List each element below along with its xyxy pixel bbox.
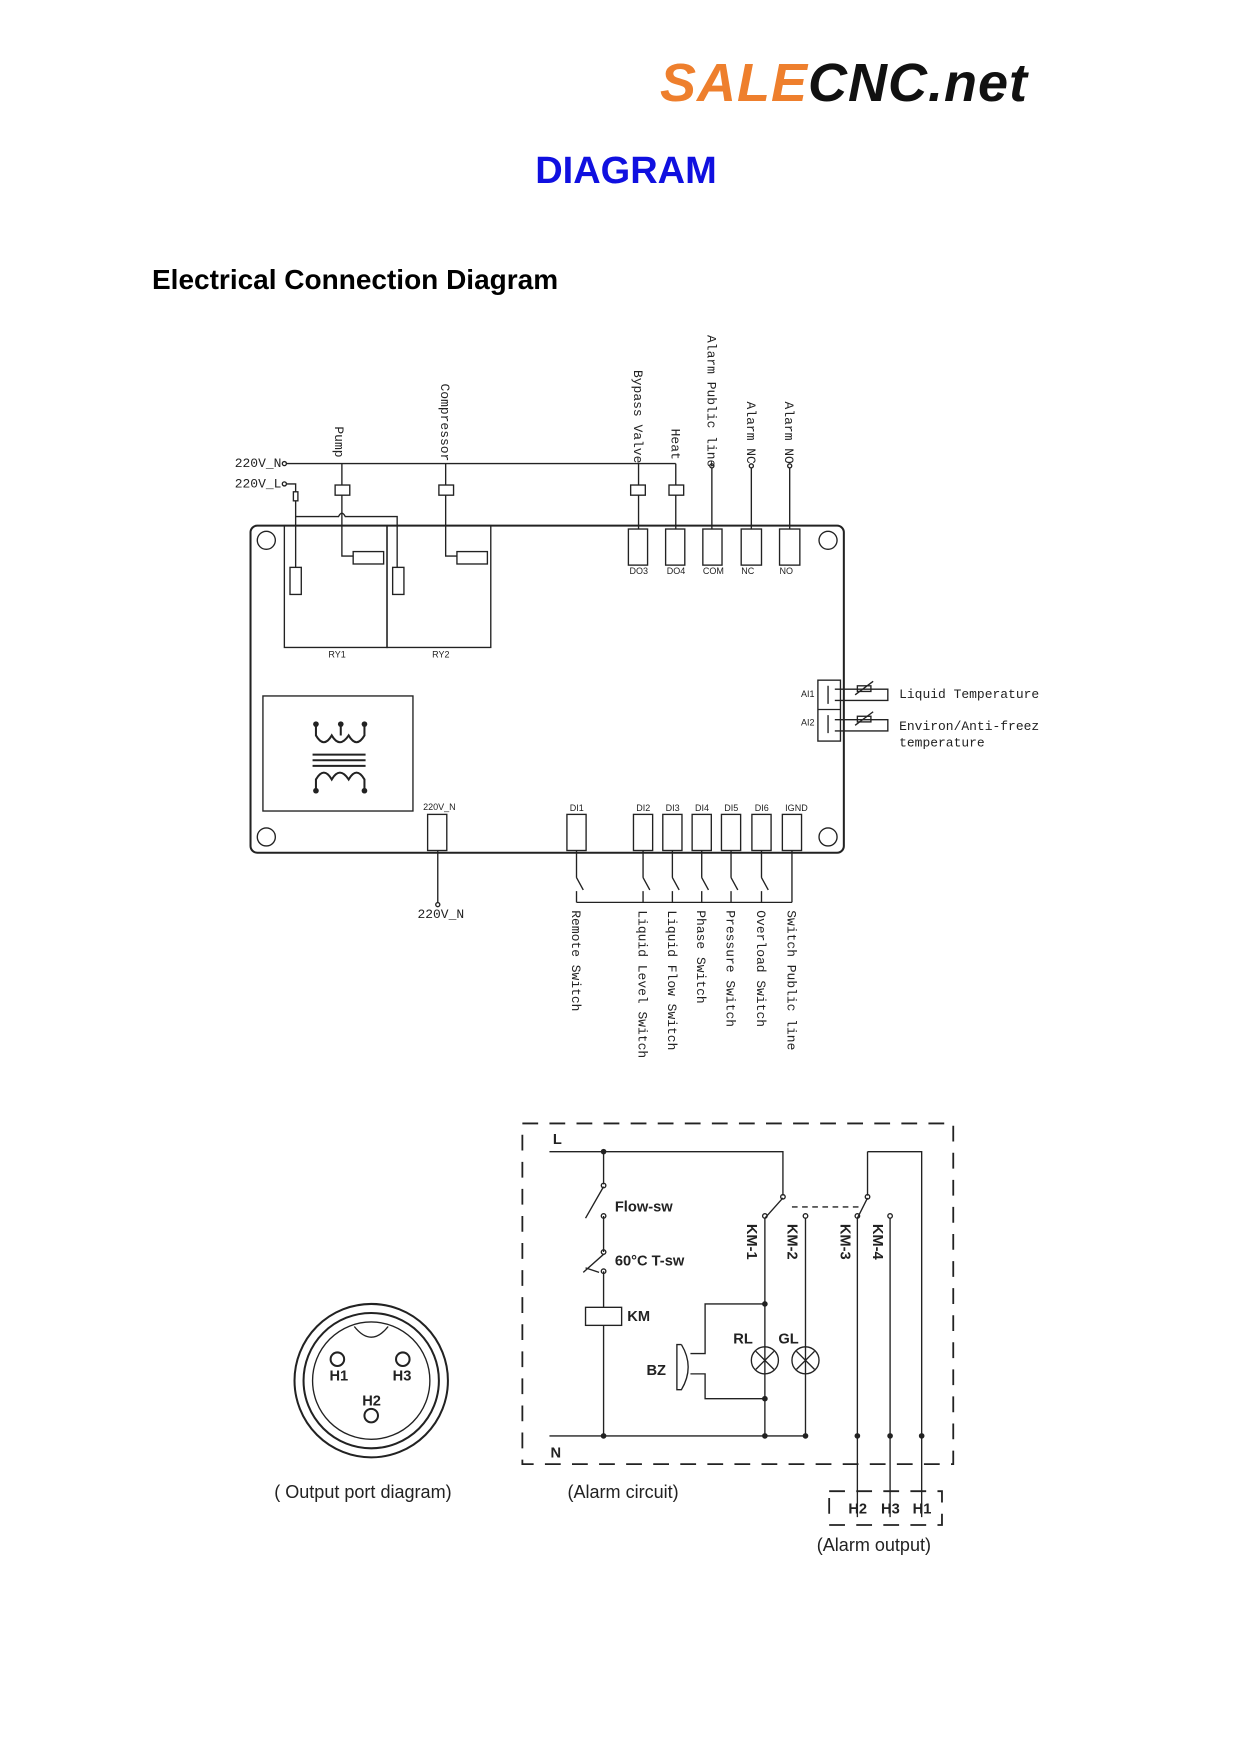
label-input-switch: Phase Switch (693, 910, 708, 1003)
lamp-rl-icon (750, 1346, 780, 1375)
alarm-circuit: L N Flow-sw 60°C T-sw KM KM-1 KM-2 KM-3 … (521, 1122, 955, 1555)
label-environ-antifreez: Environ/Anti-freez (899, 719, 1039, 734)
svg-text:temperature: temperature (899, 736, 985, 751)
caption-alarm-circuit: (Alarm circuit) (567, 1482, 678, 1502)
svg-text:H3: H3 (881, 1502, 900, 1518)
svg-text:NC: NC (741, 566, 755, 576)
label-220v-n-bottom: 220V_N (417, 907, 464, 922)
terminal-di6 (751, 813, 772, 852)
logo-part-sale: SALE (660, 53, 809, 113)
svg-text:N: N (551, 1445, 562, 1461)
terminal-label: IGND (785, 803, 808, 813)
svg-text:Flow-sw: Flow-sw (615, 1199, 673, 1215)
svg-text:KM: KM (627, 1309, 650, 1325)
svg-text:DO3: DO3 (630, 566, 649, 576)
svg-text:KM-1: KM-1 (743, 1224, 759, 1260)
svg-text:60°C T-sw: 60°C T-sw (615, 1254, 685, 1270)
svg-text:H2: H2 (362, 1393, 381, 1409)
svg-text:AI1: AI1 (801, 689, 815, 699)
terminal-label: DI2 (636, 803, 650, 813)
label-input-switch: Overload Switch (753, 910, 768, 1027)
label-220v-l: 220V_L (235, 476, 282, 491)
label-liquid-temperature: Liquid Temperature (899, 687, 1039, 702)
svg-text:BZ: BZ (646, 1363, 666, 1379)
km-coil (584, 1306, 623, 1327)
relay-ry2 (386, 524, 492, 649)
svg-text:RY1: RY1 (328, 650, 345, 660)
label-heat: Heat (667, 429, 682, 460)
label-bypass-valve: Bypass Valve (630, 370, 645, 463)
logo-part-cncnet: CNC.net (808, 53, 1029, 113)
section-heading: Electrical Connection Diagram (152, 264, 559, 295)
controller-board: RY1 RY2 DO3 DO4 COM NC NO AI1 AI2 Liquid… (249, 524, 1039, 922)
svg-text:NO: NO (780, 566, 794, 576)
svg-text:H3: H3 (393, 1369, 412, 1385)
terminal-di4 (691, 813, 712, 852)
svg-text:H2: H2 (848, 1502, 867, 1518)
terminal-ignd (781, 813, 803, 852)
power-wiring: 220V_N 220V_L (235, 456, 793, 596)
label-input-switch: Liquid Level Switch (635, 910, 650, 1058)
label-alarm-nc: Alarm NC (743, 402, 758, 464)
fuse-icon (292, 491, 299, 502)
svg-text:H1: H1 (329, 1369, 348, 1385)
terminal-label: DI3 (666, 803, 680, 813)
label-220v-n: 220V_N (235, 456, 282, 471)
terminal-di5 (720, 813, 742, 852)
svg-text:220V_N: 220V_N (423, 802, 456, 812)
lamp-gl-icon (791, 1346, 820, 1375)
switch-icon (701, 850, 710, 903)
terminal-di3 (662, 813, 683, 852)
svg-text:DO4: DO4 (667, 566, 686, 576)
terminal-label: DI5 (724, 803, 738, 813)
svg-text:KM-3: KM-3 (836, 1224, 852, 1260)
terminal-di2 (632, 813, 654, 852)
terminal-label: DI6 (755, 803, 769, 813)
terminal-label: DI4 (695, 803, 709, 813)
label-input-switch: Pressure Switch (723, 910, 738, 1027)
thermistor-icon (856, 715, 872, 723)
thermistor-icon (856, 685, 872, 693)
svg-text:RY2: RY2 (432, 650, 449, 660)
svg-text:GL: GL (778, 1331, 798, 1347)
salecnc-logo: SALECNC.net (660, 52, 1028, 114)
label-input-switch: Liquid Flow Switch (664, 910, 679, 1050)
svg-text:AI2: AI2 (801, 717, 815, 727)
load-labels: Pump Compressor Bypass Valve Heat Alarm … (331, 335, 796, 467)
buzzer-icon (676, 1343, 689, 1391)
label-pump: Pump (331, 426, 346, 457)
svg-text:KM-4: KM-4 (869, 1224, 885, 1261)
switch-icon (575, 850, 584, 903)
svg-text:RL: RL (733, 1331, 753, 1347)
transformer-icon (262, 695, 414, 812)
svg-text:KM-2: KM-2 (783, 1224, 799, 1260)
terminal-label: DI1 (570, 803, 584, 813)
label-alarm-no: Alarm NO (781, 402, 796, 464)
label-compressor: Compressor (437, 384, 452, 462)
page-title: DIAGRAM (535, 150, 717, 192)
caption-output-port: ( Output port diagram) (274, 1482, 451, 1502)
switch-icon (642, 850, 651, 903)
label-input-switch: Remote Switch (568, 910, 583, 1011)
caption-alarm-output: (Alarm output) (817, 1535, 931, 1555)
output-port-diagram: H1 H3 H2 ( Output port diagram) (274, 1302, 452, 1502)
label-input-switch: Switch Public line (783, 910, 798, 1050)
switch-icon (760, 850, 769, 903)
relay-ry1 (283, 524, 388, 649)
svg-text:COM: COM (703, 566, 724, 576)
terminal-di1 (566, 813, 587, 852)
switch-icon (730, 850, 739, 903)
label-alarm-public-line: Alarm Public line (703, 335, 718, 467)
switch-icon (671, 850, 680, 903)
svg-text:H1: H1 (913, 1502, 932, 1518)
svg-text:L: L (553, 1132, 562, 1148)
